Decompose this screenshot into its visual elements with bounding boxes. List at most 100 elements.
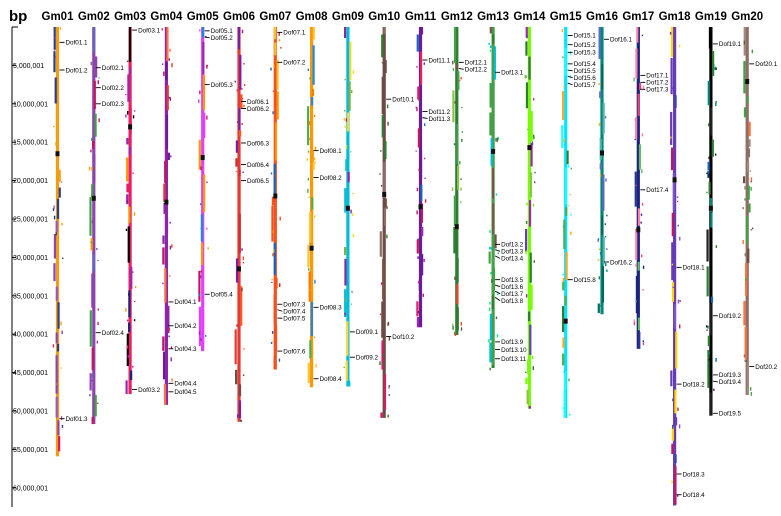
synteny-segment xyxy=(311,197,313,209)
synteny-segment xyxy=(95,57,97,78)
synteny-mark xyxy=(350,210,351,214)
synteny-segment xyxy=(602,175,604,211)
synteny-segment xyxy=(494,234,496,248)
gene-label: Dof18.1 xyxy=(683,265,706,272)
gene-label: Dof18.3 xyxy=(683,471,706,478)
gene-label: Dof04.3 xyxy=(174,346,197,353)
synteny-mark xyxy=(353,70,354,74)
synteny-segment xyxy=(709,27,711,49)
centromere xyxy=(128,124,132,129)
synteny-mark xyxy=(171,379,172,382)
gene-label: Dof09.2 xyxy=(356,355,379,362)
synteny-mark xyxy=(386,206,387,209)
synteny-mark xyxy=(207,247,208,249)
synteny-segment xyxy=(163,352,165,380)
synteny-segment xyxy=(599,27,601,59)
synteny-segment xyxy=(670,370,672,386)
synteny-mark xyxy=(600,138,601,139)
synteny-segment xyxy=(57,344,59,352)
synteny-mark xyxy=(388,387,389,389)
synteny-mark xyxy=(389,394,390,396)
synteny-segment xyxy=(129,67,131,74)
synteny-mark xyxy=(564,370,565,373)
synteny-mark xyxy=(599,123,600,126)
synteny-segment xyxy=(564,48,566,76)
synteny-mark xyxy=(416,210,417,214)
synteny-mark xyxy=(418,169,419,172)
gene-label: Dof20.2 xyxy=(755,364,778,371)
synteny-mark xyxy=(351,90,352,93)
synteny-segment xyxy=(417,240,419,254)
synteny-mark xyxy=(200,338,201,340)
synteny-mark xyxy=(491,279,492,283)
gene-label: Dof11.2 xyxy=(429,109,451,116)
synteny-segment xyxy=(239,170,241,176)
synteny-segment xyxy=(128,207,130,224)
synteny-mark xyxy=(526,203,527,206)
synteny-mark xyxy=(606,248,607,250)
centromere xyxy=(564,319,568,324)
synteny-mark xyxy=(642,133,643,136)
synteny-mark xyxy=(424,158,425,160)
synteny-segment xyxy=(311,302,313,336)
synteny-mark xyxy=(670,137,671,139)
synteny-segment xyxy=(239,384,241,396)
synteny-mark xyxy=(171,244,172,247)
gene-label: Dof19.4 xyxy=(719,379,742,386)
synteny-segment xyxy=(344,259,346,286)
synteny-segment xyxy=(492,203,494,234)
synteny-segment xyxy=(203,113,205,138)
synteny-segment xyxy=(380,231,382,256)
synteny-segment xyxy=(90,310,92,346)
synteny-mark xyxy=(713,389,714,391)
synteny-mark xyxy=(605,179,606,182)
synteny-mark xyxy=(605,263,606,266)
synteny-segment xyxy=(309,340,311,358)
synteny-mark xyxy=(526,35,527,39)
synteny-mark xyxy=(389,337,390,341)
synteny-segment xyxy=(344,27,346,38)
synteny-mark xyxy=(634,319,635,322)
synteny-mark xyxy=(708,174,709,178)
synteny-mark xyxy=(91,167,92,171)
synteny-mark xyxy=(679,324,680,328)
synteny-segment xyxy=(274,164,276,194)
synteny-segment xyxy=(238,27,240,49)
synteny-mark xyxy=(452,187,453,191)
synteny-segment xyxy=(529,200,531,227)
synteny-segment xyxy=(635,48,637,78)
synteny-mark xyxy=(350,151,351,152)
synteny-mark xyxy=(279,283,280,287)
centromere xyxy=(527,145,531,150)
synteny-mark xyxy=(489,302,490,305)
synteny-segment xyxy=(493,268,495,290)
synteny-segment xyxy=(636,27,638,43)
y-axis-tick-label: 5,000,001 xyxy=(13,63,44,70)
synteny-mark xyxy=(53,205,54,208)
gene-label: Dof01.1 xyxy=(66,40,89,47)
synteny-mark xyxy=(60,27,61,29)
synteny-mark xyxy=(416,151,417,152)
synteny-segment xyxy=(748,186,750,200)
synteny-mark xyxy=(169,58,170,60)
synteny-segment xyxy=(235,370,237,384)
gene-marker xyxy=(495,250,500,252)
synteny-mark xyxy=(97,260,98,261)
synteny-mark xyxy=(424,123,425,126)
gene-marker xyxy=(423,118,428,119)
centromere xyxy=(310,246,314,251)
synteny-mark xyxy=(715,358,716,362)
synteny-mark xyxy=(526,221,527,224)
synteny-segment xyxy=(56,397,58,418)
synteny-segment xyxy=(347,132,349,157)
chromosome-label: Gm06 xyxy=(223,11,255,23)
synteny-segment xyxy=(91,184,93,197)
synteny-mark xyxy=(307,158,308,160)
gene-marker xyxy=(495,285,500,287)
synteny-mark xyxy=(315,147,316,151)
gene-label: Dof16.1 xyxy=(610,37,633,44)
gene-label: Dof13.5 xyxy=(501,277,524,284)
synteny-mark xyxy=(198,100,199,103)
synteny-mark xyxy=(707,326,708,329)
synteny-mark xyxy=(344,110,345,112)
